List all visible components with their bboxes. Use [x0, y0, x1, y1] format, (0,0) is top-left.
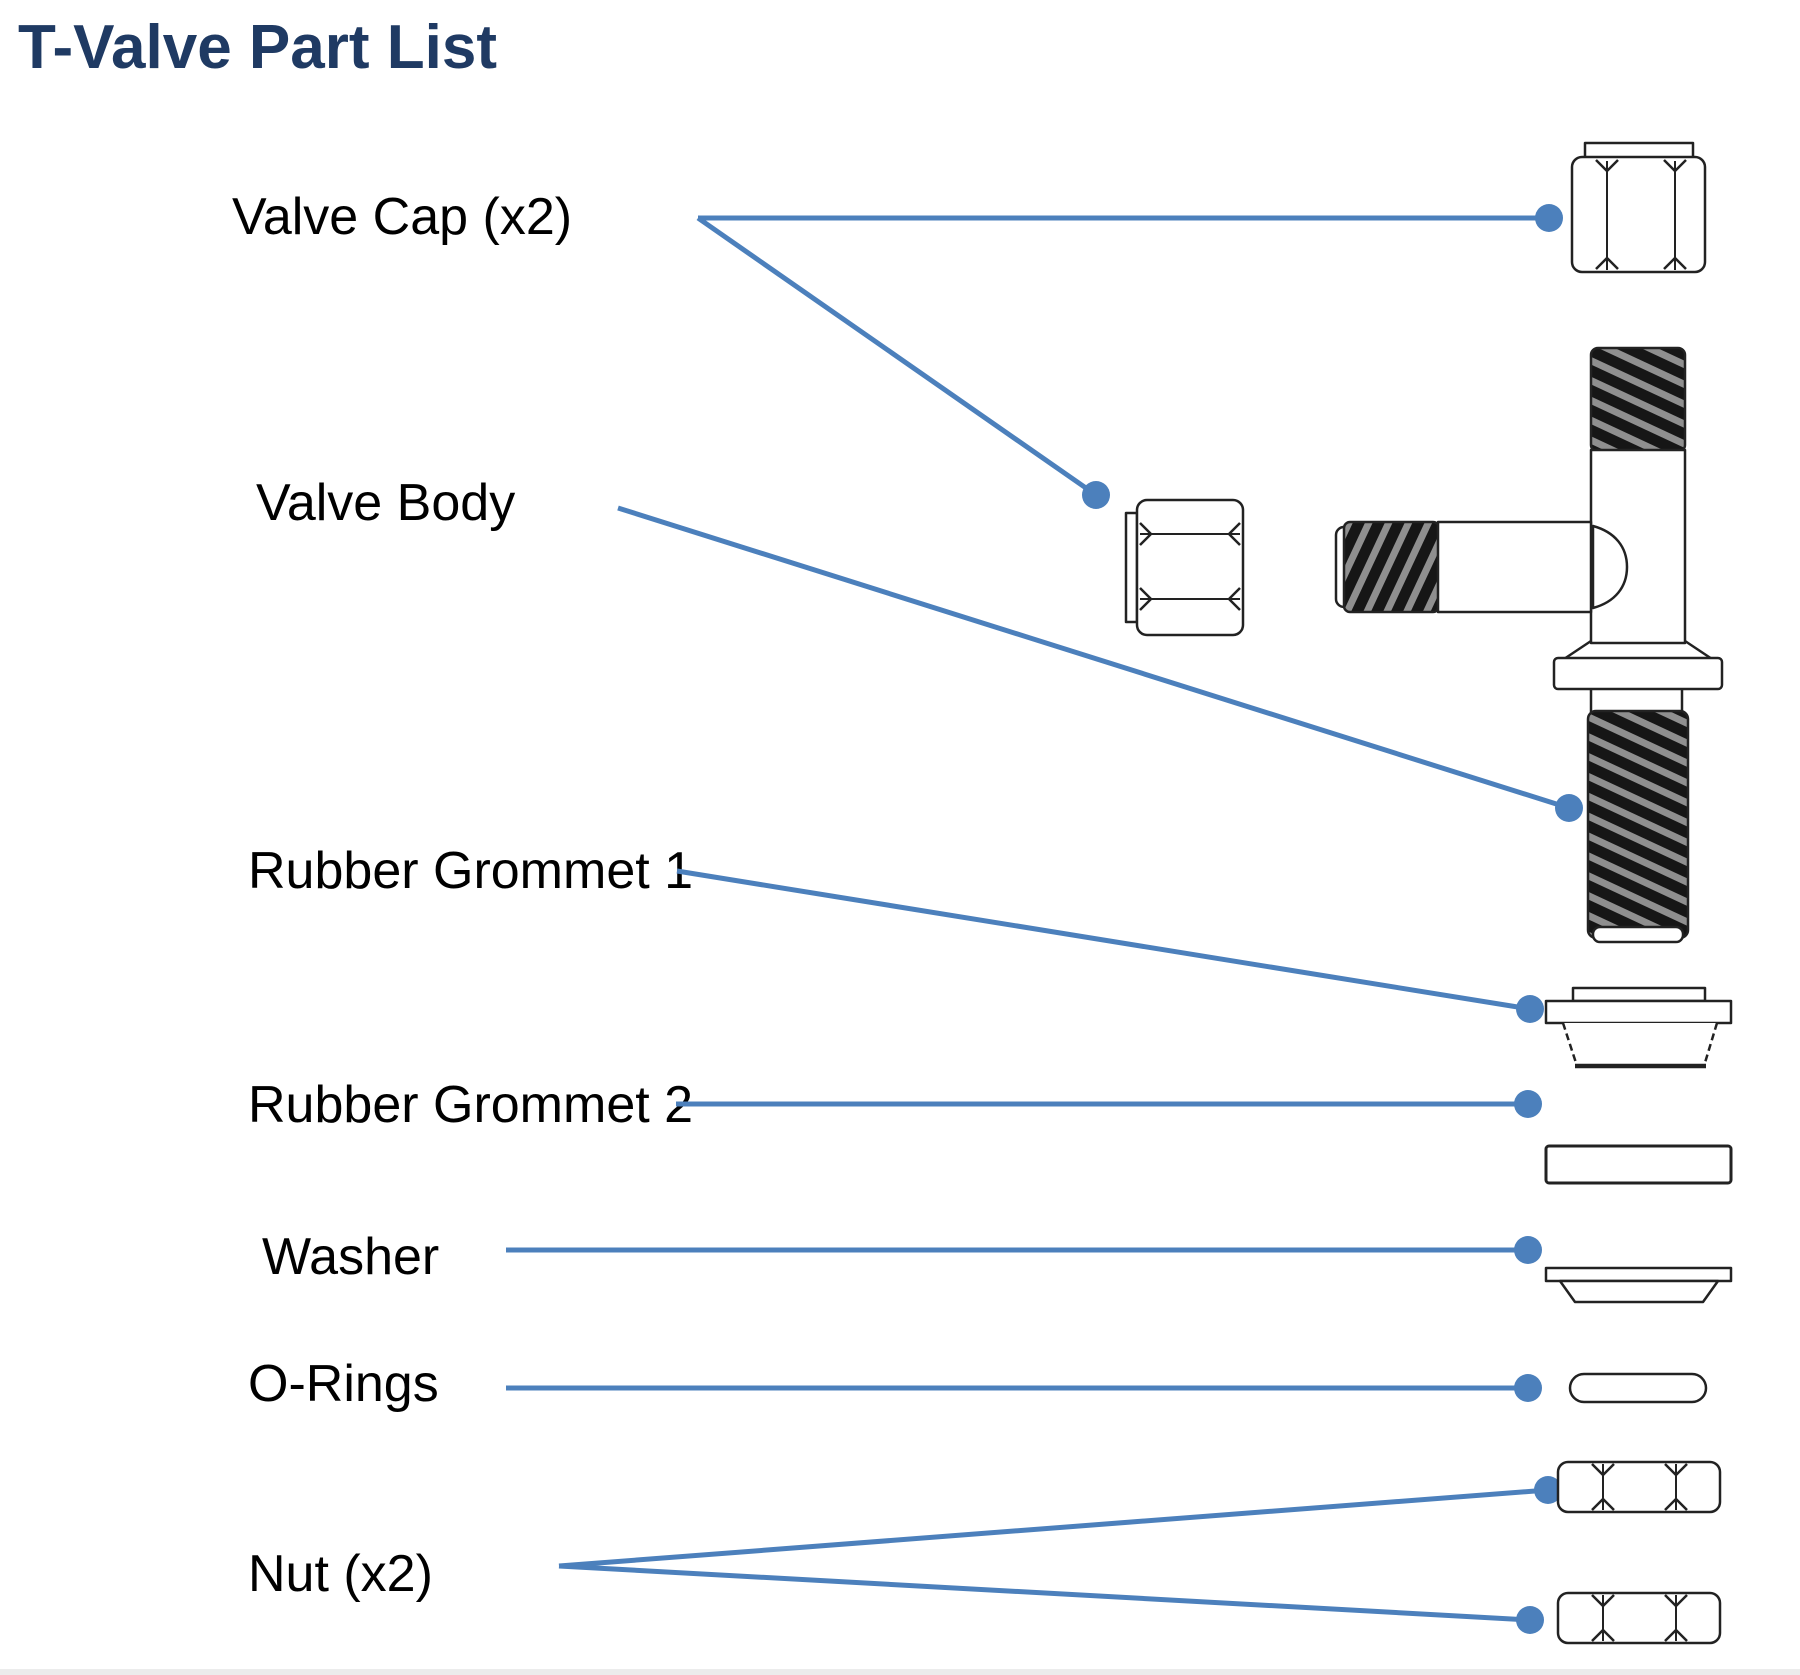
page-title: T-Valve Part List [18, 13, 497, 82]
label-washer: Washer [262, 1228, 440, 1286]
dot-valve-body [1555, 794, 1583, 822]
bottom-edge-strip [0, 1669, 1800, 1675]
part-nut-2 [1556, 1591, 1722, 1645]
dot-valve-cap-side [1082, 481, 1110, 509]
nut1-chamfers [1591, 1463, 1688, 1511]
dot-valve-cap-top [1535, 204, 1563, 232]
valve-body-top-threaded-stud [1589, 346, 1687, 454]
leader-rubber-grommet-1-line [676, 868, 1531, 1012]
nut2-hex-body [1556, 1591, 1722, 1645]
part-valve-body [1334, 346, 1724, 944]
part-washer [1544, 1266, 1733, 1304]
leader-lines [506, 215, 1570, 1623]
label-o-rings: O-Rings [248, 1355, 439, 1413]
valve-cap-side-plate [1124, 511, 1139, 624]
grommet1-flange [1544, 999, 1733, 1025]
valve-body-stem-end-cap [1591, 925, 1685, 944]
valve-body-arm-tip [1591, 524, 1629, 610]
label-valve-body: Valve Body [256, 474, 516, 532]
valve-body-arm-threads [1342, 520, 1441, 614]
leader-nut-upper-line [558, 1487, 1549, 1569]
leader-nut-lower-line [558, 1563, 1531, 1623]
leader-dots [1082, 204, 1583, 1634]
nut2-chamfers [1591, 1594, 1688, 1642]
part-rubber-grommet-2 [1544, 1144, 1733, 1185]
part-valve-cap-top [1570, 141, 1707, 274]
dot-nut-lower [1516, 1606, 1544, 1634]
valve-body-lower-threaded-stem [1586, 709, 1690, 940]
leader-valve-body-line [617, 505, 1570, 811]
grommet1-top-boss [1571, 986, 1707, 1003]
grommet1-skirt [1563, 1023, 1717, 1066]
valve-cap-side-chamfers [1139, 522, 1241, 611]
leader-valve-cap-side-line [696, 215, 1098, 498]
washer-skirt [1558, 1279, 1720, 1304]
dot-o-rings [1514, 1374, 1542, 1402]
parts [1124, 141, 1733, 1645]
washer-plate [1544, 1266, 1733, 1283]
part-o-ring [1568, 1372, 1708, 1404]
label-valve-cap: Valve Cap (x2) [232, 188, 573, 246]
label-rubber-grommet-2: Rubber Grommet 2 [248, 1076, 694, 1134]
nut1-hex-body [1556, 1460, 1722, 1514]
valve-cap-top-hex-body [1570, 155, 1707, 274]
valve-body-neck [1589, 685, 1684, 715]
dot-rubber-grommet-1 [1516, 995, 1544, 1023]
valve-body-arm [1436, 520, 1593, 614]
part-rubber-grommet-1 [1544, 986, 1733, 1069]
valve-body-flange [1552, 656, 1724, 691]
dot-washer [1514, 1236, 1542, 1264]
grommet1-skirt-side [1561, 1022, 1579, 1067]
dot-nut-upper [1534, 1476, 1562, 1504]
part-nut-1 [1556, 1460, 1722, 1514]
part-valve-cap-side [1124, 498, 1245, 637]
valve-cap-side-hex-body [1135, 498, 1245, 637]
label-nut: Nut (x2) [248, 1545, 433, 1603]
valve-body-cylinder [1589, 448, 1687, 645]
dot-rubber-grommet-2 [1514, 1090, 1542, 1118]
valve-cap-top-chamfers [1595, 159, 1687, 270]
label-rubber-grommet-1: Rubber Grommet 1 [248, 842, 694, 900]
grommet1-skirt-side [1702, 1022, 1719, 1067]
